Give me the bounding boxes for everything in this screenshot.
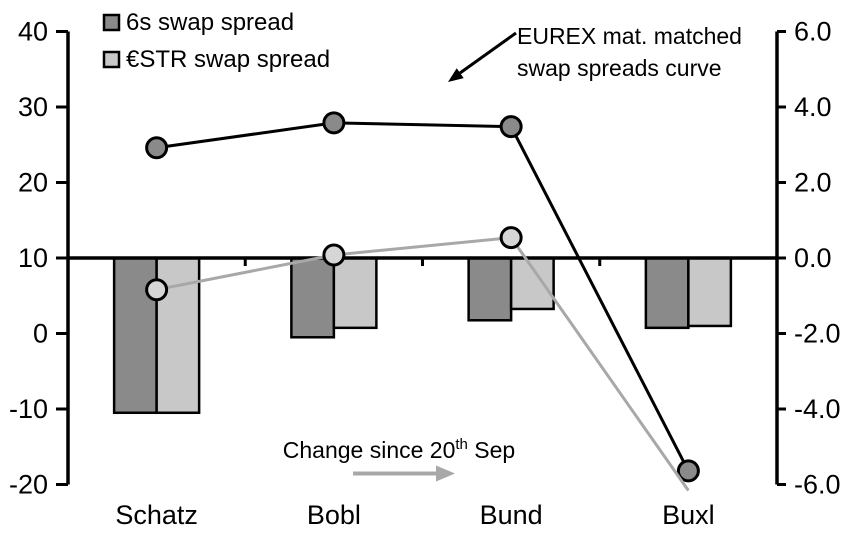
legend-label-str-swap-spread: €STR swap spread [126, 46, 330, 73]
legend-swatch-6s-swap-spread [102, 13, 121, 32]
left-axis-tick-label: -10 [9, 394, 48, 424]
marker-str-swap-spread-curve-bobl [322, 243, 346, 267]
right-axis-tick-label: 0.0 [794, 243, 832, 273]
category-label-buxl: Buxl [662, 500, 715, 530]
left-axis-tick-label: 0 [33, 319, 48, 349]
bar-6s-swap-spread-bund [467, 256, 513, 322]
line-str-swap-spread-curve [156, 236, 690, 492]
bar-6s-swap-spread-buxl [644, 256, 690, 330]
marker-6s-swap-spread-curve-bund [499, 115, 523, 139]
category-label-schatz: Schatz [115, 500, 198, 530]
category-label-bund: Bund [480, 500, 543, 530]
right-axis-tick-label: -6.0 [794, 470, 841, 500]
right-axis-tick-label: -2.0 [794, 319, 841, 349]
marker-6s-swap-spread-curve-buxl [676, 459, 700, 483]
marker-6s-swap-spread-curve-schatz [145, 136, 169, 160]
left-axis-tick-label: 20 [18, 168, 48, 198]
change-annotation-arrow-head [436, 465, 455, 482]
bar-str-swap-spread-bobl [332, 256, 378, 330]
curve-annotation-line1: EUREX mat. matched [517, 23, 742, 49]
left-axis-tick-label: 30 [18, 92, 48, 122]
left-axis-tick-label: 10 [18, 243, 48, 273]
change-annotation: Change since 20th Sep [283, 436, 515, 463]
curve-annotation-line2: swap spreads curve [517, 55, 722, 81]
marker-str-swap-spread-curve-schatz [145, 278, 169, 302]
marker-6s-swap-spread-curve-bobl [322, 111, 346, 135]
right-axis-tick-label: 4.0 [794, 92, 832, 122]
marker-str-swap-spread-curve-bund [499, 226, 523, 250]
right-axis-tick-label: 2.0 [794, 168, 832, 198]
legend-label-6s-swap-spread: 6s swap spread [126, 9, 294, 36]
right-axis-tick-label: -4.0 [794, 394, 841, 424]
bar-str-swap-spread-buxl [687, 256, 733, 328]
left-axis-tick-label: -20 [9, 470, 48, 500]
curve-annotation-arrow-head [448, 68, 464, 82]
right-axis-tick-label: 6.0 [794, 17, 832, 47]
category-label-bobl: Bobl [307, 500, 361, 530]
line-6s-swap-spread-curve [156, 121, 690, 472]
bar-6s-swap-spread-bobl [290, 256, 336, 339]
legend-swatch-str-swap-spread [102, 50, 121, 69]
left-axis-tick-label: 40 [18, 17, 48, 47]
curve-annotation-arrow-shaft [459, 31, 517, 75]
